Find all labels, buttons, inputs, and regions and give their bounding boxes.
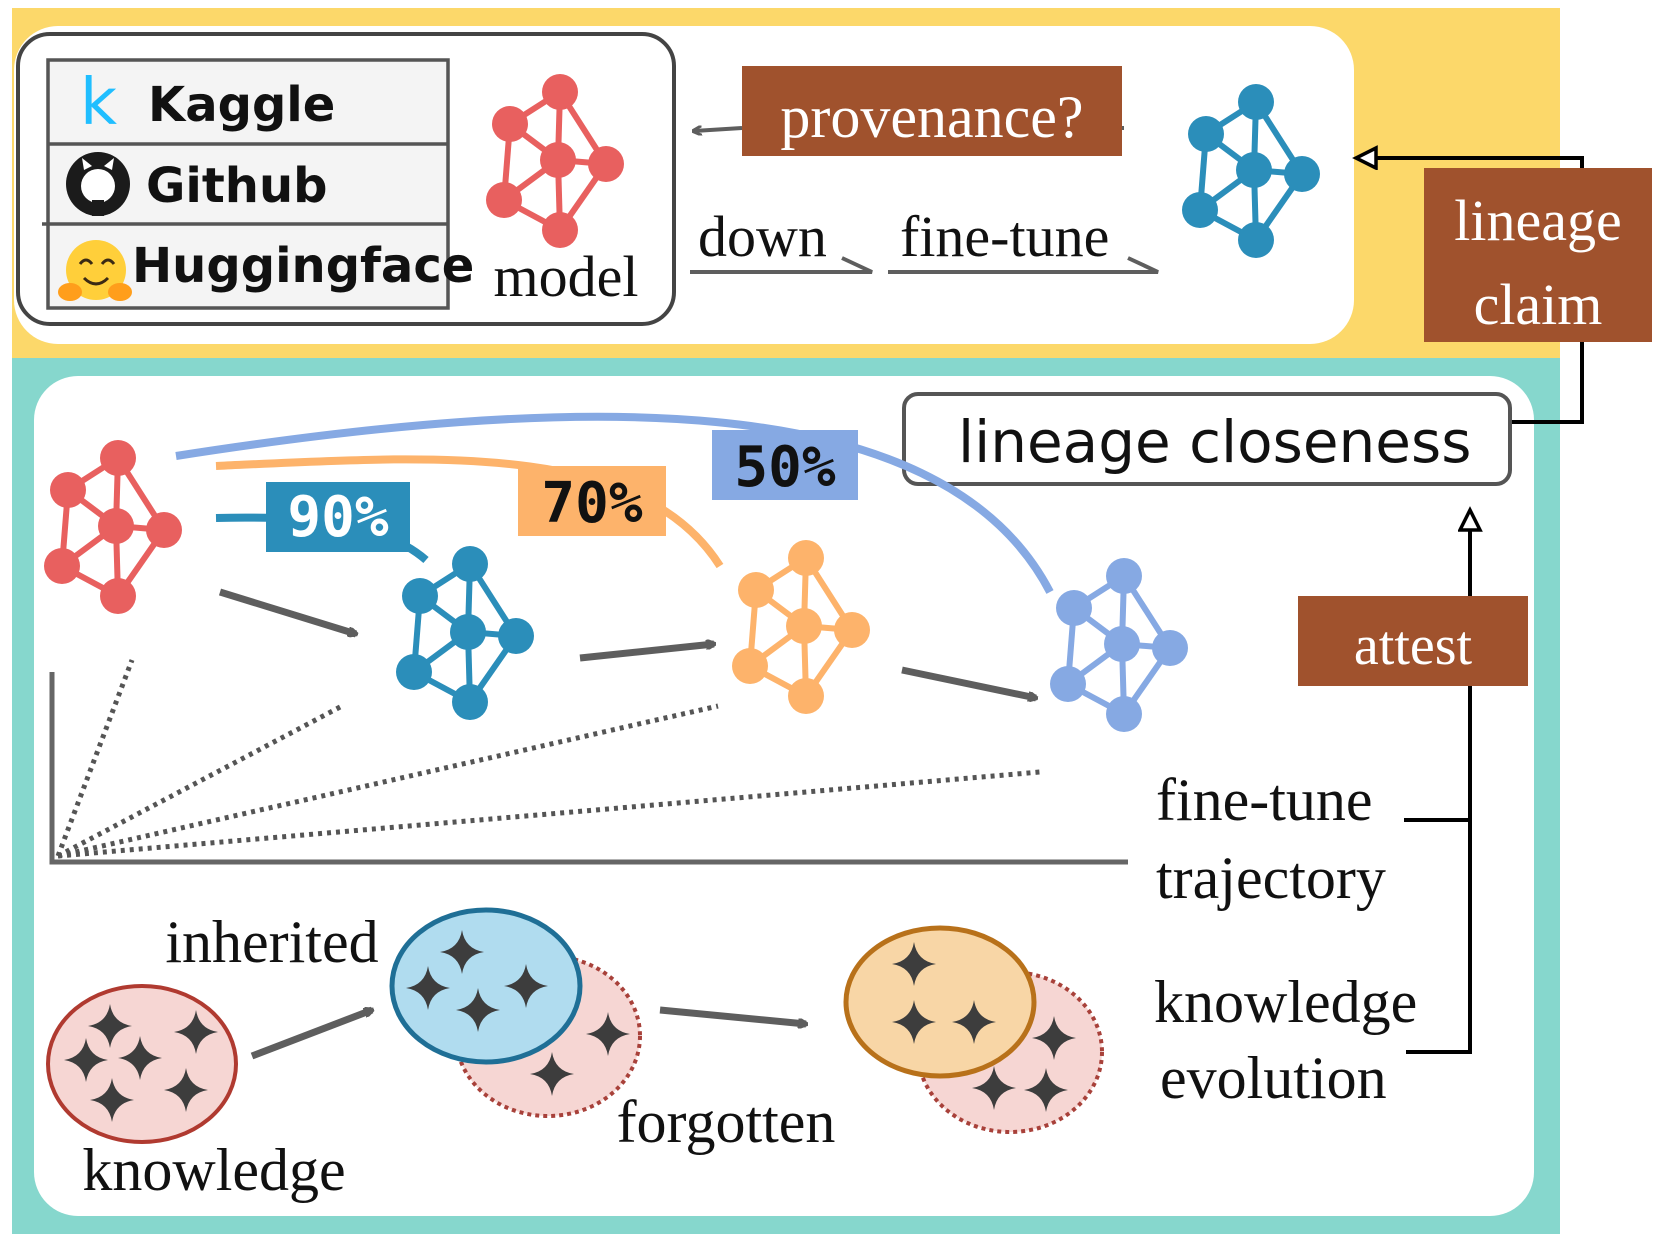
lineage-closeness-box (902, 392, 1512, 486)
ft-trajectory-line1: fine-tune (1156, 767, 1373, 833)
closeness-curve-50 (175, 412, 1054, 594)
lineage-claim-line1: lineage (1454, 188, 1621, 253)
ft-trajectory-line2: trajectory (1156, 845, 1386, 911)
kaggle-logo-icon: k (80, 66, 117, 140)
attest-label: attest (1354, 615, 1473, 677)
provenance-label: provenance? (780, 84, 1083, 150)
knowledge-evolution-line2: evolution (1160, 1045, 1387, 1111)
trajectory-axes (49, 672, 1128, 865)
knowledge-label: knowledge (82, 1137, 345, 1203)
closeness-curve-70 (215, 455, 724, 569)
hugging-face-emoji-icon (58, 240, 132, 301)
github-logo-icon (66, 152, 130, 216)
inherited-label: inherited (165, 909, 378, 975)
forgotten-label: forgotten (617, 1089, 836, 1155)
model-label: model (494, 244, 639, 309)
trajectory-rays (55, 659, 1041, 859)
svg-text:k: k (80, 66, 117, 140)
percent-70: 70% (541, 471, 642, 536)
inherited-knowledge-ellipse (389, 907, 583, 1065)
platform-kaggle: Kaggle (148, 77, 335, 133)
percent-90: 90% (287, 485, 388, 550)
attest-box (1298, 596, 1528, 686)
platform-github: Github (146, 158, 328, 214)
knowledge-evolution-line1: knowledge (1154, 969, 1417, 1035)
lineage-closeness-label: lineage closeness (958, 408, 1471, 476)
lineage-claim-line2: claim (1474, 272, 1603, 337)
percent-badge-90 (266, 482, 410, 552)
provenance-box (742, 66, 1122, 156)
finetune-top-label: fine-tune (900, 204, 1109, 269)
percent-badge-70 (518, 466, 666, 536)
evolved-knowledge-ellipse (843, 925, 1037, 1079)
lineage-claim-box (1424, 168, 1652, 342)
percent-50: 50% (734, 435, 835, 500)
download-label: down (698, 204, 827, 269)
percent-badge-50 (712, 430, 858, 500)
platform-huggingface: Huggingface (132, 238, 474, 294)
